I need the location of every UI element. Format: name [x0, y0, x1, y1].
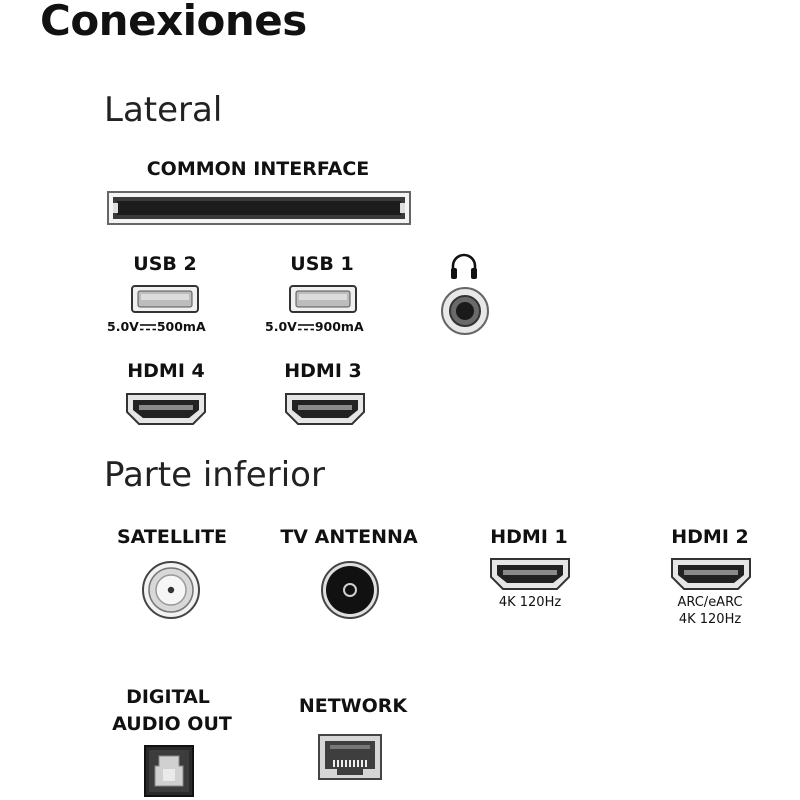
page-title: Conexiones: [40, 0, 307, 45]
dc-symbol-icon: [297, 323, 314, 332]
hdmi3-label: HDMI 3: [284, 360, 362, 382]
hdmi2-note-line2: 4K 120Hz: [678, 612, 742, 627]
optical-port-icon: [144, 745, 194, 797]
satellite-label: SATELLITE: [116, 526, 228, 548]
headphone-icon: [449, 252, 479, 280]
digital-audio-out-label-line1: DIGITAL: [126, 686, 210, 708]
hdmi1-note: 4K 120Hz: [498, 595, 562, 610]
hdmi-port-icon: [284, 392, 366, 426]
digital-audio-out-label-line2: AUDIO OUT: [112, 713, 232, 735]
audio-jack-icon: [440, 286, 490, 336]
hdmi-port-icon: [125, 392, 207, 426]
tv-antenna-label: TV ANTENNA: [280, 526, 418, 548]
usb-port-icon: [131, 285, 199, 313]
hdmi-port-icon: [670, 557, 752, 591]
hdmi1-label: HDMI 1: [490, 526, 568, 548]
section-heading-lateral: Lateral: [104, 90, 223, 130]
usb2-label: USB 2: [133, 253, 197, 275]
usb1-current: 900mA: [314, 319, 364, 334]
hdmi-port-icon: [489, 557, 571, 591]
usb2-voltage: 5.0V: [107, 319, 139, 334]
usb1-voltage: 5.0V: [265, 319, 297, 334]
hdmi2-label: HDMI 2: [671, 526, 749, 548]
satellite-coax-icon: [141, 560, 201, 620]
hdmi4-label: HDMI 4: [127, 360, 205, 382]
ethernet-port-icon: [318, 734, 382, 780]
antenna-coax-icon: [320, 560, 380, 620]
usb1-rating: 5.0V 900mA: [265, 319, 364, 334]
usb-port-icon: [289, 285, 357, 313]
usb1-label: USB 1: [290, 253, 354, 275]
usb2-rating: 5.0V 500mA: [107, 319, 206, 334]
usb2-current: 500mA: [156, 319, 206, 334]
dc-symbol-icon: [139, 323, 156, 332]
hdmi2-note-line1: ARC/eARC: [677, 595, 743, 610]
network-label: NETWORK: [298, 695, 408, 717]
ci-slot-icon: [107, 191, 411, 225]
common-interface-label: COMMON INTERFACE: [146, 158, 370, 180]
section-heading-bottom: Parte inferior: [104, 455, 325, 495]
